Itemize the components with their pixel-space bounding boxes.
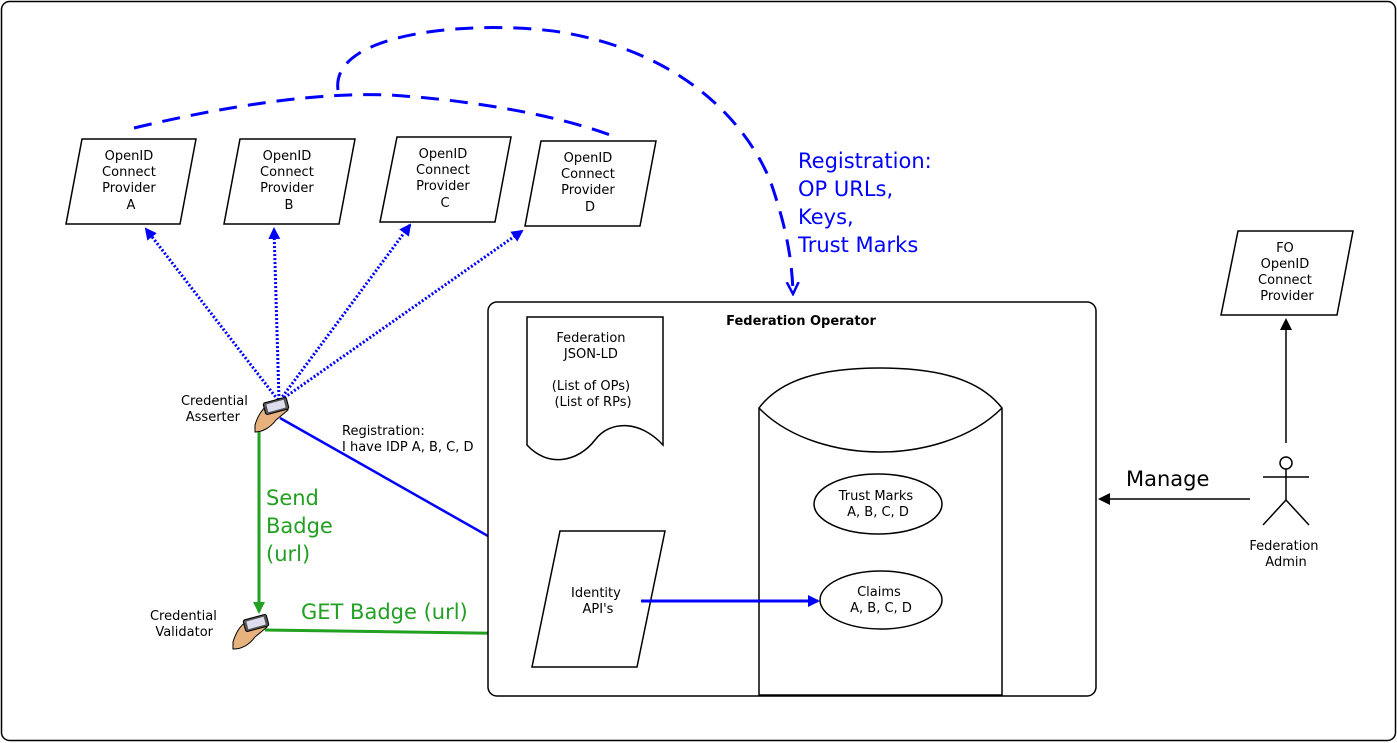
- claims: Claims A, B, C, D: [819, 570, 943, 630]
- federation-doc-line: JSON-LD: [563, 347, 618, 362]
- provider-b-line: Provider: [260, 181, 314, 196]
- identity-api: Identity API's: [531, 530, 666, 668]
- federation-doc-line: (List of RPs): [554, 395, 631, 410]
- claims-line: Claims: [857, 585, 901, 600]
- provider-a-line: A: [127, 198, 136, 213]
- fo-provider-line: Connect: [1258, 273, 1312, 288]
- validator-label: Credential: [150, 609, 217, 624]
- provider-a-line: Provider: [102, 181, 156, 196]
- provider-a-line: Connect: [102, 165, 156, 180]
- validator-label: Validator: [155, 625, 213, 640]
- manage-label: Manage: [1126, 467, 1209, 491]
- identity-api-line: Identity: [571, 586, 621, 601]
- svg-text:Credential Validator: Credential Validator: [150, 609, 221, 640]
- credential-validator: Credential Validator: [150, 609, 270, 650]
- claims-line: A, B, C, D: [850, 601, 912, 616]
- provider-c-line: C: [440, 196, 449, 211]
- provider-d-line: OpenID: [564, 151, 613, 166]
- federation-admin-label: Federation Admin: [1249, 539, 1322, 570]
- provider-b-line: Connect: [260, 165, 314, 180]
- svg-text:Federation JSON-LD: Federation JSON-LD (List of OPs) (List o…: [552, 331, 634, 410]
- hand-device-icon: [232, 614, 270, 650]
- provider-b-line: B: [285, 198, 294, 213]
- provider-c-line: OpenID: [419, 147, 468, 162]
- federation-operator-title: Federation Operator: [726, 314, 876, 329]
- federation-admin-icon: [1262, 456, 1310, 526]
- provider-b-line: OpenID: [263, 149, 312, 164]
- svg-text:Identity API's: Identity API's: [571, 586, 625, 617]
- provider-d-line: D: [585, 200, 595, 215]
- identity-api-line: API's: [583, 602, 614, 617]
- fo-provider: FO OpenID Connect Provider: [1220, 230, 1354, 316]
- registration-idp-label: Registration: I have IDP A, B, C, D: [342, 424, 474, 455]
- svg-text:OpenID Connect Pro: OpenID Connect Provider C: [416, 147, 474, 211]
- trust-marks-line: Trust Marks: [838, 489, 914, 504]
- trust-marks-line: A, B, C, D: [847, 505, 909, 520]
- registration-dashed-arc-upper: [336, 26, 793, 294]
- fo-provider-line: FO: [1276, 241, 1294, 256]
- fo-provider-line: OpenID: [1261, 257, 1310, 272]
- provider-b: OpenID Connect Provider B: [223, 138, 356, 225]
- credential-asserter: Credential Asserter: [181, 394, 290, 433]
- provider-d-line: Provider: [561, 183, 615, 198]
- provider-d-line: Connect: [561, 167, 615, 182]
- svg-text:Credential Asserter: Credential Asserter: [181, 394, 252, 425]
- svg-text:OpenID Connect Pro: OpenID Connect Provider B: [260, 149, 318, 213]
- federation-document: Federation JSON-LD (List of OPs) (List o…: [526, 316, 664, 461]
- provider-a-line: OpenID: [105, 149, 154, 164]
- svg-text:OpenID Connect Pro: OpenID Connect Provider D: [561, 151, 619, 215]
- provider-d: OpenID Connect Provider D: [524, 140, 657, 227]
- federation-doc-line: (List of OPs): [552, 379, 630, 394]
- registration-dashed-arc-lower: [133, 93, 619, 140]
- send-badge-label: Send Badge (url): [266, 486, 340, 566]
- asserter-to-provider-lines: [144, 223, 524, 402]
- provider-c-line: Provider: [416, 179, 470, 194]
- hand-device-icon: [254, 397, 290, 433]
- svg-text:FO OpenID Connect: FO OpenID Connect Provider: [1258, 241, 1316, 304]
- trust-marks: Trust Marks A, B, C, D: [813, 473, 943, 535]
- asserter-label: Asserter: [186, 410, 241, 425]
- get-badge-label: GET Badge (url): [301, 600, 468, 624]
- federation-doc-line: Federation: [556, 331, 625, 346]
- registration-op-label: Registration: OP URLs, Keys, Trust Marks: [797, 149, 938, 257]
- fo-provider-line: Provider: [1260, 289, 1314, 304]
- svg-text:Trust Marks A, B, C, D: Trust Marks A, B, C, D: [838, 489, 918, 520]
- provider-c: OpenID Connect Provider C: [379, 136, 512, 223]
- provider-c-line: Connect: [416, 163, 470, 178]
- svg-text:Claims A, B, C, D: Claims A, B, C, D: [850, 585, 912, 616]
- svg-text:OpenID Connect Pro: OpenID Connect Provider A: [102, 149, 160, 213]
- provider-a: OpenID Connect Provider A: [65, 138, 197, 225]
- asserter-label: Credential: [181, 394, 248, 409]
